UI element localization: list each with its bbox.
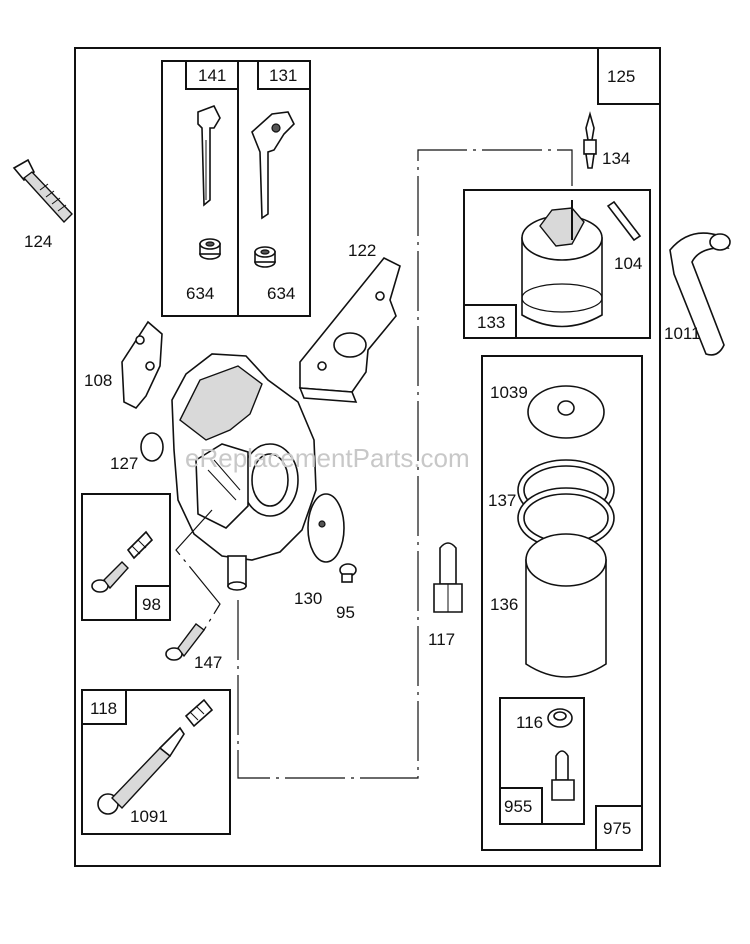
hose-1011: 1011 [664,232,731,356]
washer-116 [547,708,573,728]
part-number-label: 122 [348,241,376,260]
diaphragm-130: 130 [294,493,345,608]
kit-box-975: 975 1039 137 136 955 116 [481,355,643,851]
throttle-shaft-141 [197,104,221,207]
part-number-label: 98 [142,595,161,614]
gasket-122: 122 [298,241,401,403]
part-number-label: 133 [477,313,505,332]
kit-box-141-131: 141 131 634 634 [161,60,311,317]
washer-1039 [527,385,605,439]
fitting-117: 117 [428,542,463,649]
float-133 [521,200,603,328]
plug-127: 127 [110,432,164,473]
kit-box-98: 98 [81,493,171,621]
leader-line-147 [175,509,221,631]
part-number-label: 634 [267,284,295,303]
fitting-955 [551,750,575,801]
part-number-label: 95 [336,603,355,622]
kit-box-955: 955 116 [499,697,585,825]
watermark: eReplacementParts.com [185,443,470,473]
part-number-label: 125 [607,67,635,86]
part-number-label: 137 [488,491,516,510]
screw-98 [91,561,129,593]
part-number-label: 124 [24,232,52,251]
part-number-label: 1091 [130,807,168,826]
bowl-136 [525,533,607,678]
leader-line-main [237,149,573,779]
carburetor-body [171,353,317,591]
assembly-tag-125: 125 [597,47,661,105]
gasket-137 [517,459,615,549]
part-number-label: 108 [84,371,112,390]
part-number-label: 141 [198,66,226,85]
part-number-label: 136 [490,595,518,614]
seal-634-left [199,238,221,260]
seal-634-right [254,246,276,268]
float-box-133: 133 104 [463,189,651,339]
part-number-label: 134 [602,149,630,168]
part-number-label: 118 [90,699,117,718]
kit-box-118: 118 1091 [81,689,231,835]
part-number-label: 104 [614,254,642,273]
part-number-label: 975 [603,819,631,838]
part-number-label: 1011 [664,324,701,343]
screw-147: 147 [165,623,222,672]
part-number-label: 117 [428,630,455,649]
bolt-124: 124 [12,158,73,251]
needle-134: 134 [583,111,630,169]
part-number-label: 116 [516,713,543,732]
part-number-label: 127 [110,454,138,473]
part-number-label: 147 [194,653,222,672]
choke-shaft-131 [251,111,295,220]
part-number-label: 634 [186,284,214,303]
screw-95: 95 [336,563,357,622]
outer-frame [74,47,661,867]
part-number-label: 130 [294,589,322,608]
float-pin-104 [606,200,642,242]
needle-1091 [97,726,185,815]
part-number-label: 955 [504,797,532,816]
part-number-label: 131 [269,66,297,85]
spring-118 [184,698,214,728]
part-number-label: 1039 [490,383,528,402]
spring-98 [126,530,154,560]
plate-108: 108 [84,320,163,409]
